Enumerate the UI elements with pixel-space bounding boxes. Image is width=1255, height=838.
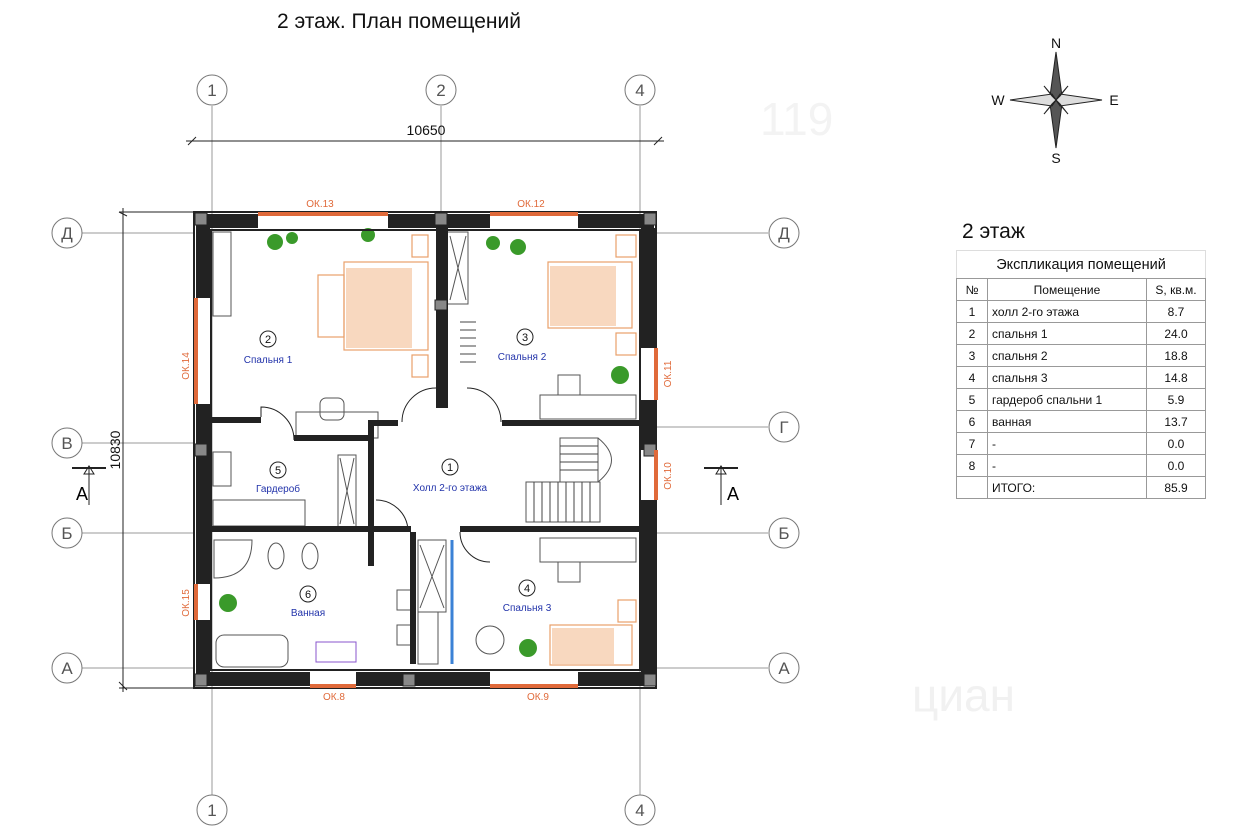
- compass-north-label: N: [1051, 35, 1061, 51]
- svg-text:6: 6: [305, 589, 311, 601]
- stair-treads: [460, 321, 598, 522]
- svg-text:2: 2: [265, 334, 271, 346]
- svg-text:А: А: [61, 659, 73, 678]
- door-swings: [260, 387, 502, 563]
- fixtures: [212, 231, 637, 668]
- header-num: №: [956, 278, 988, 301]
- window-label-ok14: ОК.14: [181, 352, 192, 380]
- dimension-width: [186, 136, 664, 146]
- room-label-1: 1 Холл 2-го этажа: [413, 458, 488, 494]
- dimension-width-label: 10650: [407, 122, 446, 138]
- axis-bubble-rowB-right: Б: [768, 517, 800, 549]
- window-label-ok11: ОК.11: [663, 360, 674, 387]
- furniture: [317, 234, 637, 666]
- svg-text:Ванная: Ванная: [291, 608, 325, 619]
- wall-fill: [196, 214, 655, 686]
- watermark-logo: циан: [912, 669, 1016, 721]
- compass-west-label: W: [991, 92, 1005, 108]
- dimension-height: [118, 208, 196, 692]
- table-caption: Экспликация помещений: [956, 250, 1206, 279]
- axis-bubble-rowA-right: А: [768, 652, 800, 684]
- axis-bubble-col2-top: 2: [425, 74, 457, 106]
- svg-text:Д: Д: [778, 224, 790, 243]
- page-title: 2 этаж. План помещений: [277, 10, 521, 33]
- axis-bubble-col4-bottom: 4: [624, 794, 656, 826]
- axis-bubble-rowD-right: Д: [768, 217, 800, 249]
- section-marker-left: А: [72, 465, 106, 505]
- explication-table: Экспликация помещений № Помещение S, кв.…: [956, 250, 1206, 499]
- table-header-row: № Помещение S, кв.м.: [956, 278, 1206, 301]
- window-label-ok8: ОК.8: [323, 692, 345, 703]
- axis-bubble-rowD-left: Д: [51, 217, 83, 249]
- svg-text:А: А: [76, 484, 88, 504]
- room-label-5: 5 Гардероб: [256, 461, 300, 495]
- window-label-ok15: ОК.15: [181, 589, 192, 617]
- axis-bubble-col1-top: 1: [196, 74, 228, 106]
- section-marker-right: А: [704, 465, 739, 505]
- svg-text:А: А: [778, 659, 790, 678]
- svg-text:Д: Д: [61, 224, 73, 243]
- svg-text:4: 4: [635, 801, 644, 820]
- room-label-4: 4 Спальня 3: [503, 579, 552, 614]
- window-label-ok12: ОК.12: [517, 199, 545, 210]
- compass-icon: [1009, 51, 1103, 149]
- compass-east-label: E: [1109, 92, 1118, 108]
- window-label-ok10: ОК.10: [663, 462, 674, 490]
- svg-text:Холл 2-го этажа: Холл 2-го этажа: [413, 483, 488, 494]
- svg-text:Спальня 2: Спальня 2: [498, 352, 547, 363]
- table-row: 7-0.0: [956, 432, 1206, 455]
- svg-text:Спальня 3: Спальня 3: [503, 603, 552, 614]
- columns: [194, 212, 657, 687]
- axis-bubble-col4-top: 4: [624, 74, 656, 106]
- svg-text:2: 2: [436, 81, 445, 100]
- svg-text:Б: Б: [778, 524, 789, 543]
- room-label-2: 2 Спальня 1: [244, 330, 293, 366]
- table-total-row: ИТОГО:85.9: [956, 476, 1206, 499]
- svg-text:3: 3: [522, 332, 528, 344]
- axis-lines: [82, 106, 768, 795]
- svg-text:В: В: [61, 434, 72, 453]
- window-openings: [194, 212, 658, 688]
- table-row: 8-0.0: [956, 454, 1206, 477]
- axis-bubble-rowA-left: А: [51, 652, 83, 684]
- room-label-3: 3 Спальня 2: [498, 328, 547, 363]
- axis-bubble-rowG-right: Г: [768, 411, 800, 443]
- axis-bubble-rowV-left: В: [51, 427, 83, 459]
- svg-text:1: 1: [207, 801, 216, 820]
- svg-text:1: 1: [447, 462, 453, 474]
- axis-bubble-col1-bottom: 1: [196, 794, 228, 826]
- bed-fabric: [346, 266, 616, 664]
- room-label-6: 6 Ванная: [291, 585, 325, 619]
- svg-text:Гардероб: Гардероб: [256, 483, 300, 495]
- svg-text:1: 1: [207, 81, 216, 100]
- svg-text:А: А: [727, 484, 739, 504]
- watermark-number: 119: [760, 93, 834, 145]
- header-room: Помещение: [987, 278, 1147, 301]
- header-area: S, кв.м.: [1146, 278, 1206, 301]
- svg-text:Спальня 1: Спальня 1: [244, 355, 293, 366]
- svg-text:4: 4: [635, 81, 644, 100]
- dimension-height-label: 10830: [107, 430, 123, 469]
- axis-bubble-rowB-left: Б: [51, 517, 83, 549]
- compass-south-label: S: [1051, 150, 1060, 166]
- window-label-ok13: ОК.13: [306, 199, 334, 210]
- svg-text:Б: Б: [61, 524, 72, 543]
- window-label-ok9: ОК.9: [527, 692, 549, 703]
- svg-text:5: 5: [275, 465, 281, 477]
- table-heading: 2 этаж: [962, 220, 1025, 243]
- plants: [219, 228, 629, 657]
- svg-text:4: 4: [524, 583, 530, 595]
- svg-text:Г: Г: [779, 418, 788, 437]
